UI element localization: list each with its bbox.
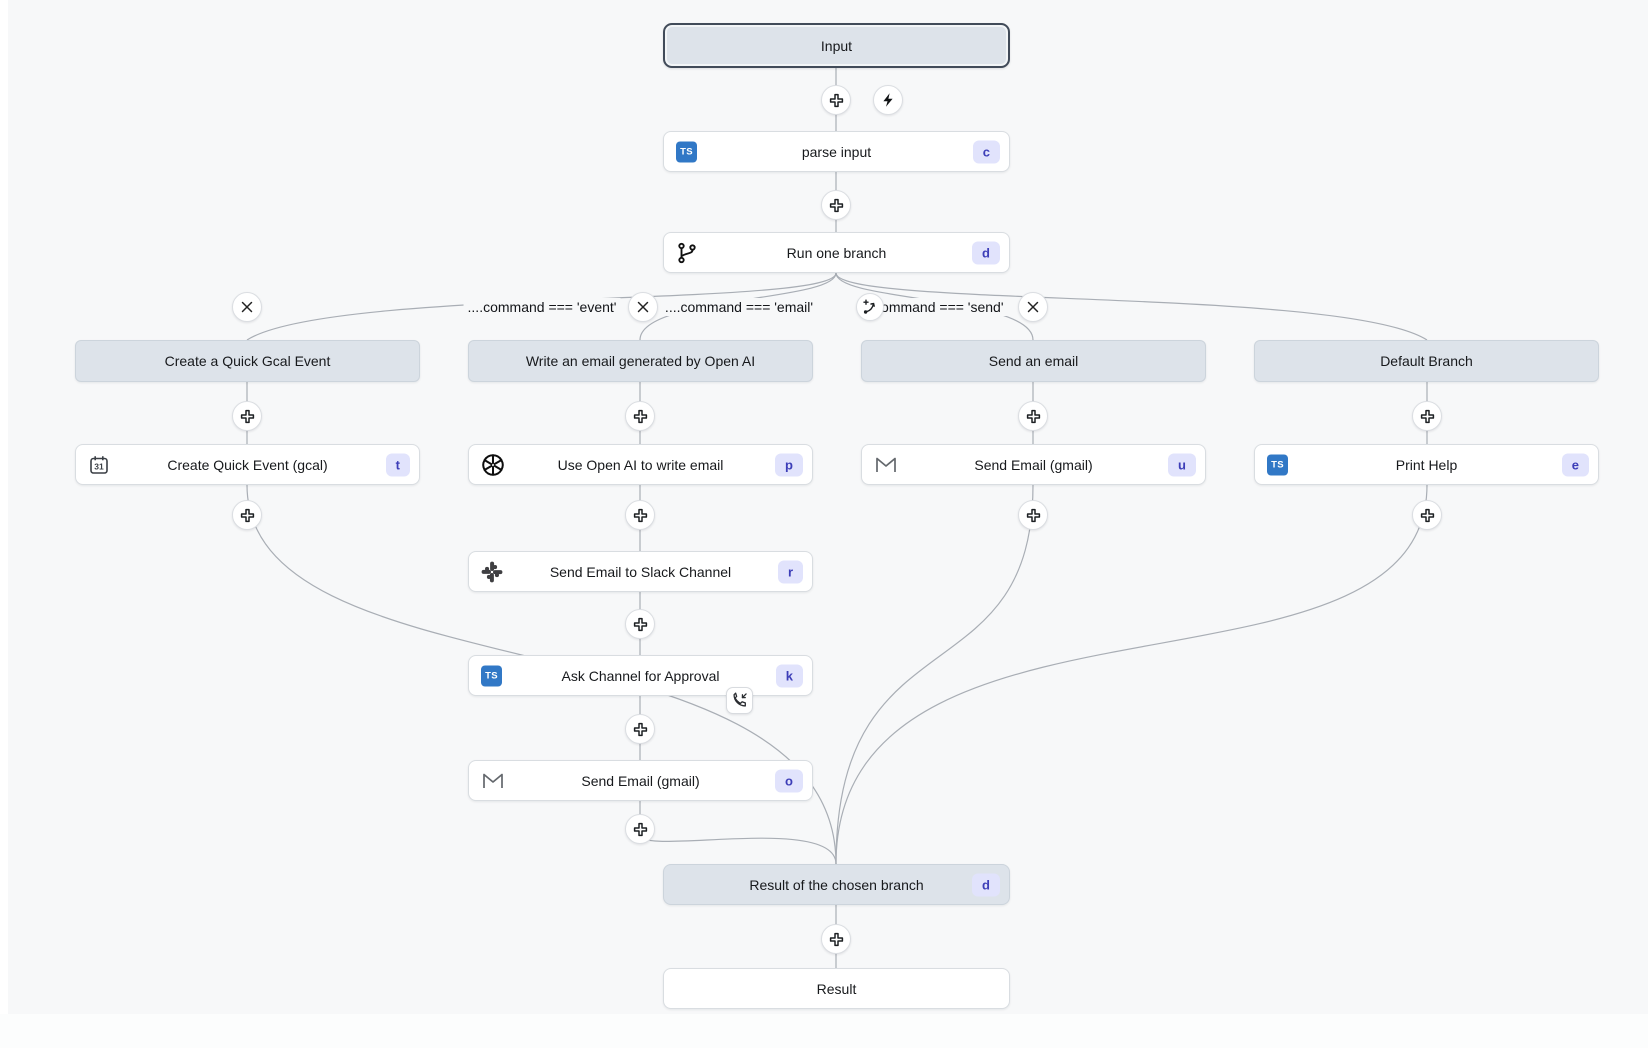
plus-icon — [633, 409, 647, 423]
branch-header-write-email[interactable]: Write an email generated by Open AI — [468, 340, 813, 382]
gmail-icon — [481, 771, 505, 791]
typescript-icon: TS — [1267, 454, 1288, 475]
zap-icon — [883, 93, 893, 107]
plus-icon — [633, 722, 647, 736]
openai-icon — [481, 453, 505, 477]
step-id-badge: r — [777, 560, 803, 583]
node-label: Send Email (gmail) — [581, 772, 700, 789]
delete-branch-button[interactable] — [232, 292, 262, 322]
node-label: Default Branch — [1380, 353, 1473, 369]
typescript-icon: TS — [481, 665, 502, 686]
canvas-left-margin — [0, 0, 8, 1048]
node-label: parse input — [801, 143, 872, 160]
step-id-badge: u — [1168, 453, 1196, 476]
node-create-quick-event-gcal[interactable]: 31 Create Quick Event (gcal) t — [75, 444, 420, 485]
trigger-button[interactable] — [873, 85, 903, 115]
approval-suspend-button[interactable] — [726, 687, 753, 714]
node-result-of-chosen-branch[interactable]: Result of the chosen branch d — [663, 864, 1010, 905]
step-id-badge: o — [775, 769, 803, 792]
node-input[interactable]: Input — [663, 23, 1010, 68]
node-label: Result — [816, 980, 857, 997]
branch-header-send-email[interactable]: Send an email — [861, 340, 1206, 382]
add-step-button[interactable] — [232, 401, 262, 431]
node-label: Send an email — [988, 353, 1079, 369]
branch-header-default[interactable]: Default Branch — [1254, 340, 1599, 382]
plus-icon — [829, 198, 843, 212]
step-id-badge: t — [385, 453, 410, 476]
plus-icon — [829, 932, 843, 946]
node-label: Send Email (gmail) — [974, 456, 1093, 473]
add-step-button[interactable] — [1018, 500, 1048, 530]
branch-header-gcal-event[interactable]: Create a Quick Gcal Event — [75, 340, 420, 382]
close-icon — [241, 301, 253, 313]
node-use-openai-write-email[interactable]: Use Open AI to write email p — [468, 444, 813, 485]
node-send-email-slack-channel[interactable]: Send Email to Slack Channel r — [468, 551, 813, 592]
node-print-help[interactable]: TS Print Help e — [1254, 444, 1599, 485]
add-branch-button[interactable] — [856, 293, 884, 321]
phone-incoming-icon — [731, 692, 748, 709]
add-step-button[interactable] — [625, 609, 655, 639]
add-step-button[interactable] — [625, 500, 655, 530]
node-label: Create a Quick Gcal Event — [164, 353, 331, 369]
node-label: Result of the chosen branch — [749, 876, 924, 893]
step-id-badge: c — [972, 140, 1000, 163]
node-parse-input[interactable]: TS parse input c — [663, 131, 1010, 172]
node-ask-channel-for-approval[interactable]: TS Ask Channel for Approval k — [468, 655, 813, 696]
plus-icon — [633, 617, 647, 631]
node-label: Run one branch — [786, 244, 887, 261]
add-step-button[interactable] — [232, 500, 262, 530]
svg-text:31: 31 — [94, 461, 104, 471]
add-branch-icon — [863, 299, 875, 314]
close-icon — [1027, 301, 1039, 313]
plus-icon — [240, 409, 254, 423]
plus-icon — [633, 508, 647, 522]
delete-branch-button[interactable] — [1018, 292, 1048, 322]
node-label: Send Email to Slack Channel — [549, 563, 732, 580]
plus-icon — [633, 822, 647, 836]
step-id-badge: e — [1561, 453, 1589, 476]
step-id-badge: p — [775, 453, 803, 476]
node-label: Input — [820, 37, 853, 54]
add-step-button[interactable] — [1018, 401, 1048, 431]
plus-icon — [829, 93, 843, 107]
add-step-button[interactable] — [821, 190, 851, 220]
plus-icon — [1026, 508, 1040, 522]
node-label: Ask Channel for Approval — [561, 667, 720, 684]
branch-condition-label: ....command === 'email' — [660, 298, 818, 316]
step-id-badge: d — [972, 241, 1000, 264]
close-icon — [637, 301, 649, 313]
plus-icon — [1420, 409, 1434, 423]
node-send-email-gmail-branch2[interactable]: Send Email (gmail) o — [468, 760, 813, 801]
step-id-badge: k — [775, 664, 803, 687]
node-label: Write an email generated by Open AI — [525, 353, 756, 369]
node-label: Use Open AI to write email — [557, 456, 724, 473]
step-id-badge: d — [972, 873, 1000, 896]
delete-branch-button[interactable] — [628, 292, 658, 322]
branch-icon — [676, 242, 698, 264]
add-step-button[interactable] — [1412, 401, 1442, 431]
add-step-button[interactable] — [821, 85, 851, 115]
node-run-one-branch[interactable]: Run one branch d — [663, 232, 1010, 273]
gmail-icon — [874, 455, 898, 475]
plus-icon — [240, 508, 254, 522]
add-step-button[interactable] — [625, 814, 655, 844]
slack-icon — [481, 561, 503, 583]
node-result[interactable]: Result — [663, 968, 1010, 1009]
node-send-email-gmail-branch3[interactable]: Send Email (gmail) u — [861, 444, 1206, 485]
node-label: Print Help — [1395, 456, 1458, 473]
gcal-icon: 31 — [88, 454, 110, 476]
add-step-button[interactable] — [625, 401, 655, 431]
canvas-bottom-margin — [0, 1014, 1648, 1048]
branch-condition-label: ....command === 'send' — [854, 298, 1008, 316]
typescript-icon: TS — [676, 141, 697, 162]
branch-condition-label: ....command === 'event' — [463, 298, 621, 316]
node-label: Create Quick Event (gcal) — [167, 456, 328, 473]
plus-icon — [1026, 409, 1040, 423]
add-step-button[interactable] — [625, 714, 655, 744]
plus-icon — [1420, 508, 1434, 522]
add-step-button[interactable] — [1412, 500, 1442, 530]
add-step-button[interactable] — [821, 924, 851, 954]
